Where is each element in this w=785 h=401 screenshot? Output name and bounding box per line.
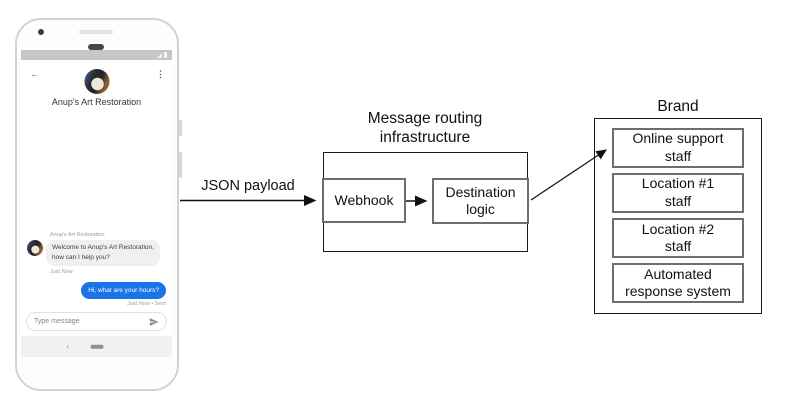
brand-box: Online support staff Location #1 staff L… <box>594 118 762 314</box>
speaker-slot <box>79 30 113 34</box>
more-options-icon[interactable]: ⋮ <box>156 69 165 79</box>
routing-title: Message routing infrastructure <box>367 110 483 147</box>
sender-label: Anup's Art Restoration <box>50 232 105 239</box>
incoming-timestamp: Just Now <box>50 269 73 276</box>
conversation-title: Anup's Art Restoration <box>51 97 142 107</box>
send-icon[interactable] <box>149 317 159 327</box>
front-camera-icon <box>38 29 44 35</box>
brand-item-online-support: Online support staff <box>612 128 744 168</box>
message-input[interactable] <box>34 318 149 325</box>
signal-icon <box>157 52 162 58</box>
outgoing-timestamp: Just Now • Sent <box>127 301 166 307</box>
brand-item-automated-response: Automated response system <box>612 263 744 303</box>
webhook-box: Webhook <box>322 178 406 223</box>
phone-frame: ← ⋮ Anup's Art Restoration Anup's Art Re… <box>15 18 182 391</box>
home-button[interactable] <box>90 344 103 349</box>
destination-logic-box: Destination logic <box>432 178 529 224</box>
volume-button <box>178 120 182 136</box>
battery-icon <box>164 52 167 58</box>
brand-item-location-1: Location #1 staff <box>612 173 744 213</box>
avatar-small <box>27 240 43 257</box>
phone-screen: ← ⋮ Anup's Art Restoration Anup's Art Re… <box>21 50 172 357</box>
chat-header: ← ⋮ Anup's Art Restoration <box>21 60 172 108</box>
json-payload-label: JSON payload <box>201 178 295 194</box>
avatar <box>84 69 109 94</box>
back-arrow-icon[interactable]: ← <box>30 69 39 79</box>
brand-title: Brand <box>657 98 699 115</box>
nav-bar: ‹ <box>21 336 172 357</box>
outgoing-message-bubble: Hi, what are your hours? <box>81 282 166 299</box>
incoming-message-row: Welcome to Anup's Art Restoration, how c… <box>27 240 166 267</box>
message-composer[interactable] <box>26 312 167 331</box>
earpiece <box>88 44 104 50</box>
brand-item-location-2: Location #2 staff <box>612 218 744 258</box>
incoming-message-bubble: Welcome to Anup's Art Restoration, how c… <box>46 240 160 267</box>
message-list: Anup's Art Restoration Welcome to Anup's… <box>21 108 172 310</box>
power-button <box>178 152 182 178</box>
status-bar <box>21 50 172 60</box>
nav-back-icon[interactable]: ‹ <box>66 340 70 351</box>
